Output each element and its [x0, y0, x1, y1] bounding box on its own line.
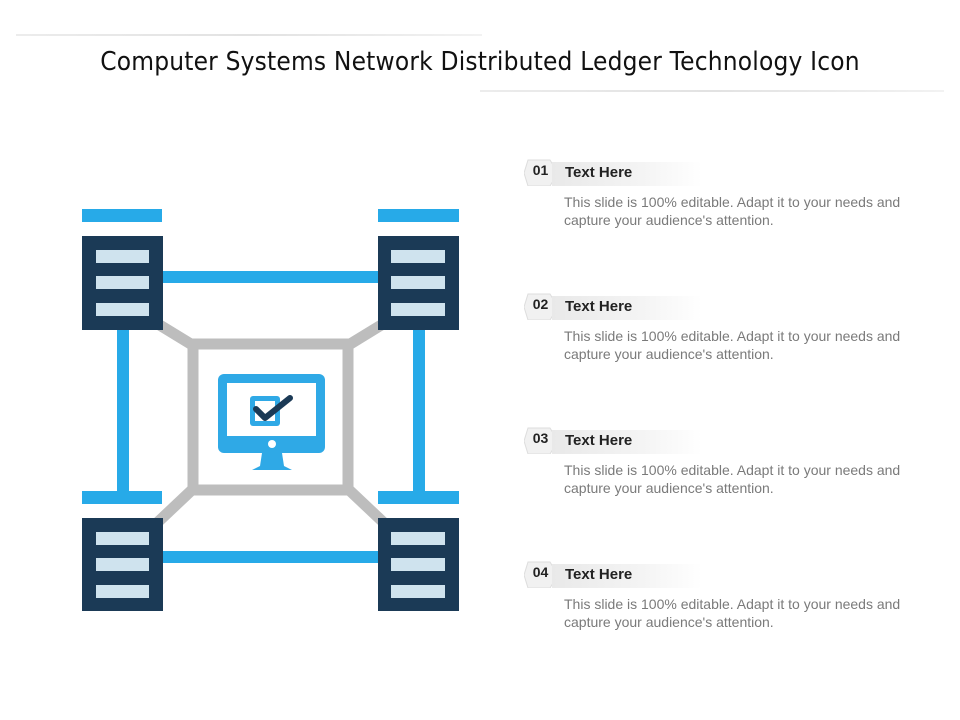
item-heading: Text Here — [565, 164, 633, 181]
item-description: This slide is 100% editable. Adapt it to… — [564, 194, 901, 228]
cap-bottom-right — [378, 491, 459, 504]
item-heading: Text Here — [565, 566, 633, 583]
number-tab — [524, 156, 564, 186]
list-item-02: 02 Text Here This slide is 100% editable… — [524, 290, 924, 380]
item-heading: Text Here — [565, 298, 633, 315]
link-left-vertical — [117, 328, 129, 496]
item-number: 04 — [532, 564, 549, 580]
server-top-right-icon — [378, 236, 459, 330]
heading-bar — [552, 564, 702, 588]
item-description: This slide is 100% editable. Adapt it to… — [564, 328, 901, 362]
link-top-horizontal — [160, 271, 380, 283]
item-number: 03 — [532, 430, 549, 446]
server-bottom-right-icon — [378, 518, 459, 611]
monitor-checkbox-icon — [218, 374, 325, 470]
server-top-left-icon — [82, 236, 163, 330]
link-bottom-horizontal — [160, 551, 380, 563]
page-title: Computer Systems Network Distributed Led… — [100, 47, 860, 77]
cap-top-right — [378, 209, 459, 222]
center-frame — [187, 338, 354, 496]
link-right-vertical — [413, 328, 425, 496]
heading-bar — [552, 296, 702, 320]
number-tab — [524, 424, 564, 454]
number-tab — [524, 290, 564, 320]
item-number: 01 — [532, 162, 549, 178]
item-description: This slide is 100% editable. Adapt it to… — [564, 462, 901, 496]
cap-bottom-left — [82, 491, 162, 504]
heading-bar — [552, 430, 702, 454]
heading-bar — [552, 162, 702, 186]
list-item-04: 04 Text Here This slide is 100% editable… — [524, 558, 924, 648]
list-item-01: 01 Text Here This slide is 100% editable… — [524, 156, 924, 246]
server-bottom-left-icon — [82, 518, 163, 611]
top-divider — [16, 34, 482, 36]
blue-links — [82, 209, 459, 563]
item-number: 02 — [532, 296, 549, 312]
item-description: This slide is 100% editable. Adapt it to… — [564, 596, 901, 630]
bottom-divider — [480, 90, 944, 92]
cap-top-left — [82, 209, 162, 222]
list-item-03: 03 Text Here This slide is 100% editable… — [524, 424, 924, 514]
number-tab — [524, 558, 564, 588]
item-heading: Text Here — [565, 432, 633, 449]
